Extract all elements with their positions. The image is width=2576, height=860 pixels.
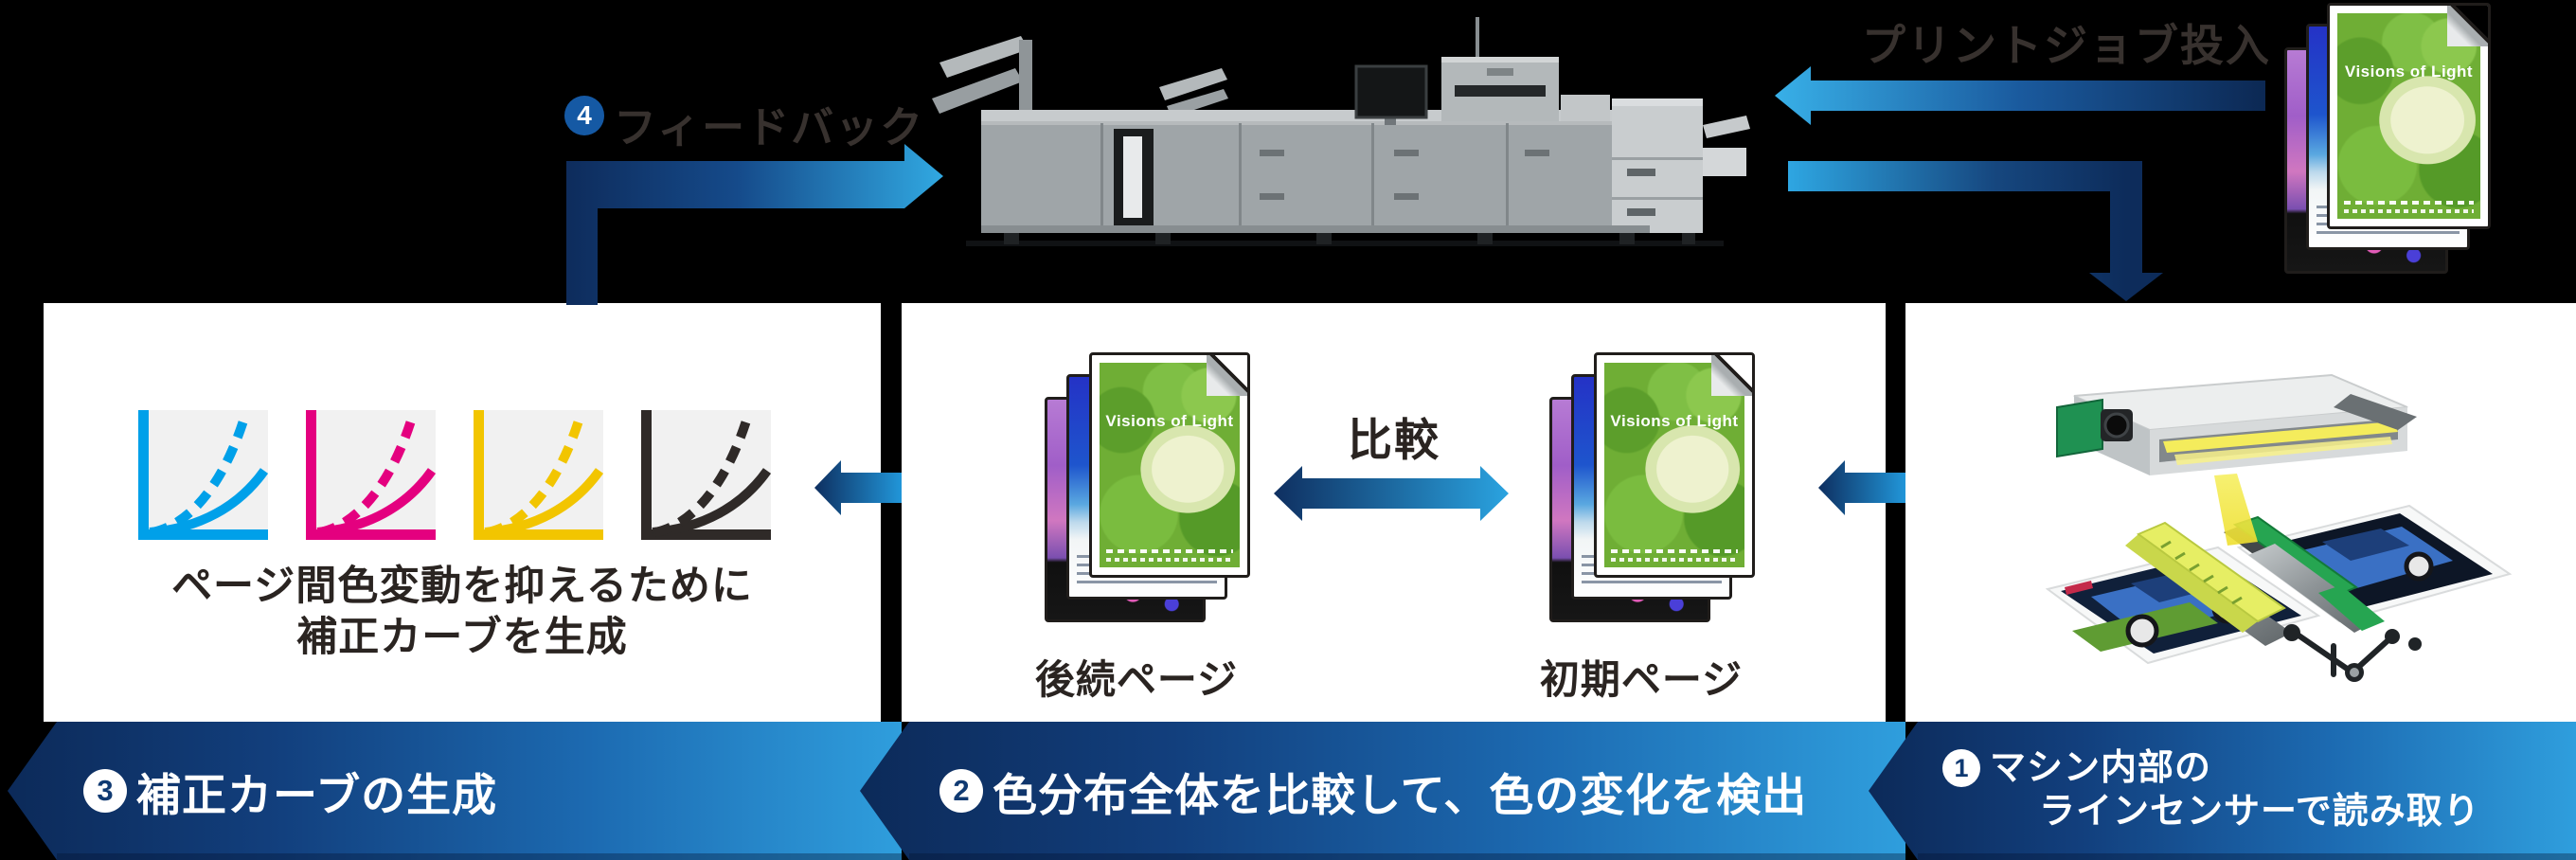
page-corner-fold-icon [1207,355,1247,396]
correction-caption-line2: 補正カーブを生成 [296,615,628,661]
feedback-number-badge: 4 [564,96,604,135]
page-corner-fold-icon [2447,6,2488,46]
banner-label: 色分布全体を比較して、色の変化を検出 [993,769,1808,820]
poster-caption-lines [2344,201,2474,205]
banner-label-line2: ラインセンサーで読み取り [2039,792,2480,832]
printer-monitor [1354,64,1428,119]
correction-caption: ページ間色変動を抑えるために 補正カーブを生成 [44,561,881,663]
poster-caption-lines [2344,209,2474,213]
banner-number-badge: 1 [1942,749,1980,788]
late-pages-stack: Visions of Light [1045,352,1250,622]
compare-to-correction-arrow [814,460,902,515]
banner-label: 補正カーブの生成 [136,769,498,820]
banner-line-sensor: 1 マシン内部の ラインセンサーで読み取り [1869,722,2576,860]
compare-double-arrow [1274,466,1509,521]
sensor-head [2056,373,2417,546]
correction-caption-line1: ページ間色変動を抑えるために [171,564,753,609]
printer-shadow [966,241,1724,246]
print-job-page-stack: Visions of Light [2284,3,2493,277]
poster-title: Visions of Light [1105,411,1234,430]
print-job-label: プリントジョブ投入 [1862,21,2271,70]
banner-color-compare: 2 色分布全体を比較して、色の変化を検出 [860,722,1905,860]
banner-number-badge: 2 [939,769,983,813]
poster-caption-lines [1106,549,1233,553]
cyan-curve-chart [138,410,268,540]
page-front: Visions of Light [1594,352,1755,578]
page-front: Visions of Light [2327,3,2491,229]
page-corner-fold-icon [1711,355,1752,396]
poster-caption-lines [1106,558,1233,562]
sensor-pcb [2056,398,2103,458]
sensor-camera-lens [2103,412,2130,439]
banner-correction-curve: 3 補正カーブの生成 [8,722,902,860]
poster-caption-lines [1611,549,1738,553]
apples-poster-photo: Visions of Light [1604,363,1744,567]
yellow-curve-chart [474,410,603,540]
compare-label: 比較 [1348,415,1440,465]
banner-label-line1: マシン内部の [1990,748,2212,789]
job-to-sensor-down-arrow [1788,161,2163,301]
printer-illustration [932,17,1750,246]
magenta-curve-chart [306,410,436,540]
page-front: Visions of Light [1089,352,1250,578]
sensor-to-compare-arrow [1818,460,1905,515]
feedback-arrow [566,144,943,305]
print-job-arrow [1775,66,2265,125]
poster-caption-lines [1611,558,1738,562]
initial-pages-stack: Visions of Light [1549,352,1755,622]
apples-poster-photo: Visions of Light [2337,13,2480,219]
poster-title: Visions of Light [1610,411,1739,430]
black-curve-chart [641,410,771,540]
apples-poster-photo: Visions of Light [1100,363,1240,567]
sensor-rollers [2125,515,2422,682]
banner-number-badge: 3 [83,769,127,813]
line-sensor-illustration [2045,373,2513,682]
initial-pages-label: 初期ページ [1539,657,1744,702]
feedback-label: フィードバック [614,103,925,152]
late-pages-label: 後続ページ [1034,657,1239,702]
poster-title: Visions of Light [2344,63,2474,81]
